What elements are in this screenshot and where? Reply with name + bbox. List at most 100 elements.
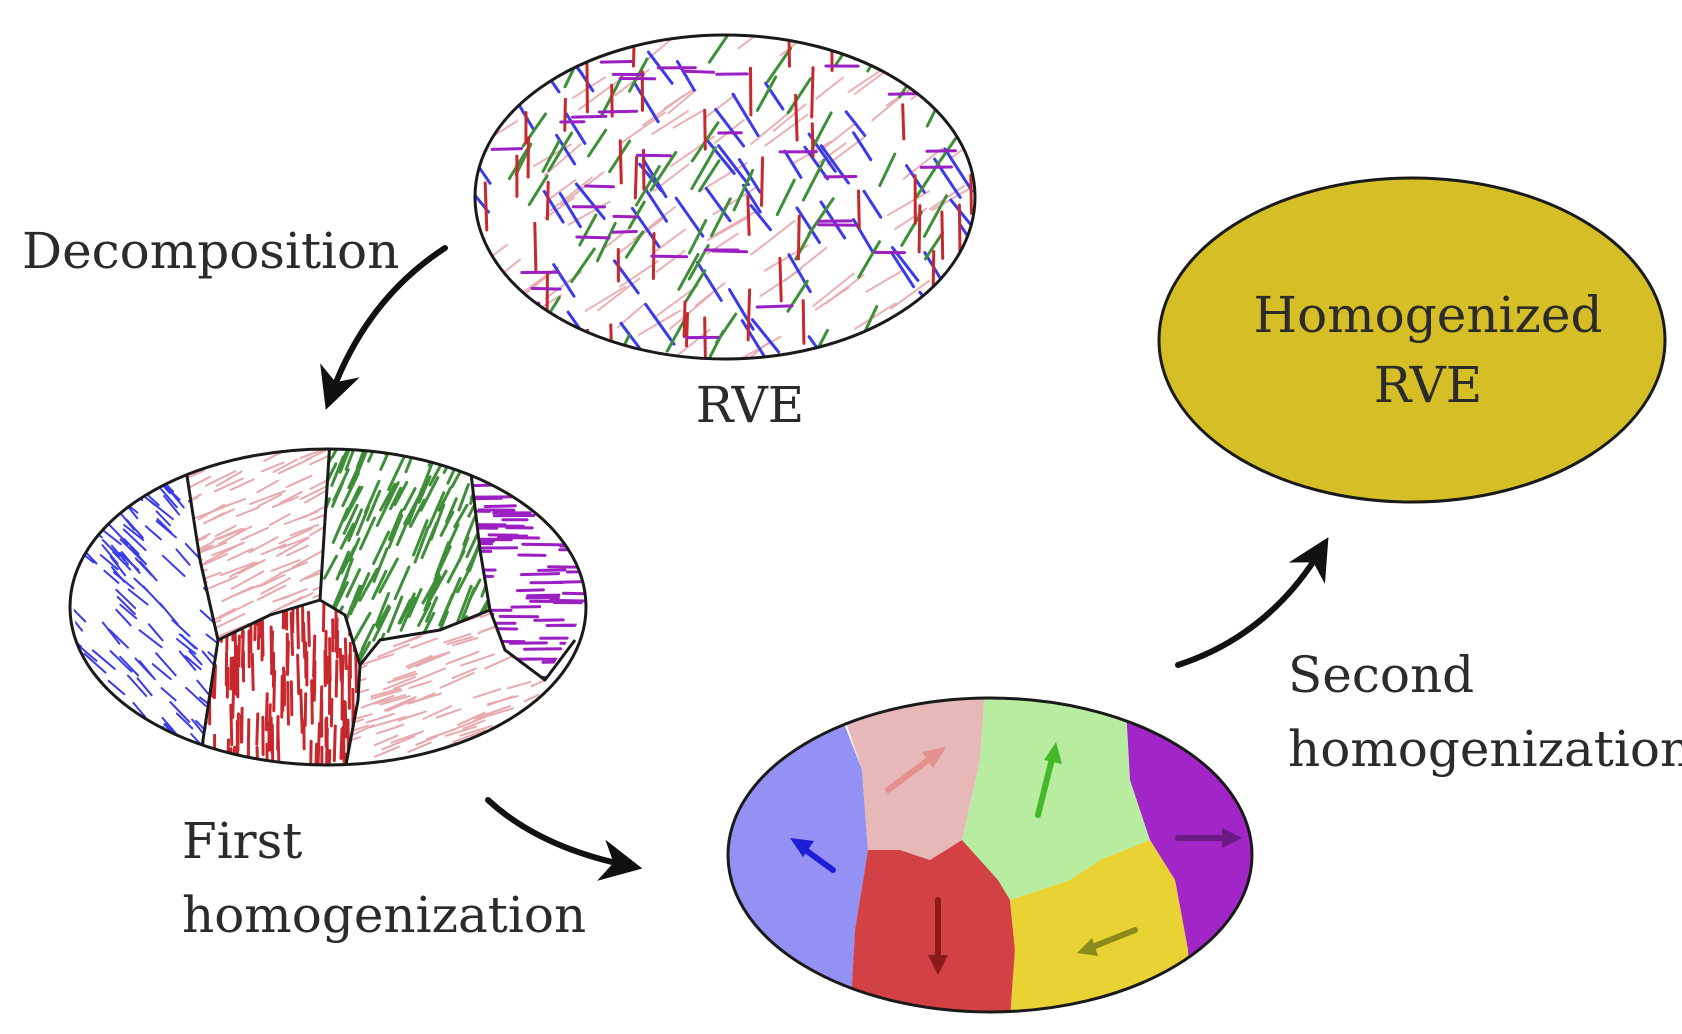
fiber-pink [652,284,699,319]
fiber-red [289,680,294,717]
fiber-blue [118,551,140,571]
fiber-blue [750,318,781,354]
fiber-blue [70,751,84,760]
fiber-blue [176,638,197,655]
fiber-red [354,652,358,694]
fiber-green [628,200,646,229]
fiber-green [374,592,391,627]
fiber-pink [279,490,303,505]
fiber-blue [134,557,154,577]
fiber-pink [443,633,472,644]
fiber-purple [521,542,564,547]
fiber-blue [110,544,129,566]
fiber-blue [783,149,803,179]
fiber-red [746,194,751,236]
fiber-pink [515,727,545,744]
homog-region-blue [728,700,868,1012]
fiber-blue [155,510,171,527]
fiber-blue [706,139,736,175]
fiber-red [321,600,326,633]
fiber-green [634,165,661,207]
fiber-pink [859,329,898,359]
fiber-blue [129,546,147,566]
fiber-blue [70,740,92,760]
orientation-arrow-blue [790,838,836,873]
fiber-purple [529,495,567,500]
fiber-green [463,449,477,469]
fiber-blue [960,315,975,347]
fiber-blue [151,663,172,681]
fiber-pink [407,741,432,753]
fiber-blue [70,682,88,707]
fiber-blue [134,657,153,677]
fiber-red [563,97,567,132]
fiber-pink [260,573,286,587]
fiber-green [347,485,361,510]
fiber-green [445,497,458,524]
fiber-blue [475,38,496,68]
fiber-green [399,596,417,632]
fiber-blue [185,686,207,707]
first-homogenization-label-line2: homogenization [182,886,586,944]
fiber-purple [682,69,715,74]
fiber-blue [862,189,883,219]
fiber-red [703,316,707,359]
fiber-green [963,302,975,334]
fiber-blue [99,464,124,486]
fiber-pink [228,561,259,578]
fiber-red [830,35,834,72]
fiber-green [393,565,411,601]
fiber-blue [171,619,191,637]
fiber-pink [462,719,486,730]
fiber-blue [943,147,974,193]
fiber-pink [309,450,330,466]
fiber-pink [379,695,411,706]
fiber-red [746,288,752,342]
fiber-pink [487,695,514,707]
fiber-blue [112,571,135,590]
fiber-pink [410,637,438,649]
fiber-pink [387,673,418,684]
fiber-green [393,481,409,506]
orientation-arrow-red [928,897,948,975]
fiber-green [419,460,435,494]
fiber-red [299,688,304,734]
fiber-pink [203,544,238,564]
fiber-red [240,630,245,669]
fiber-green [527,174,549,206]
fiber-pink [219,561,256,577]
fiber-purple [533,618,565,622]
fiber-blue [126,674,148,697]
fiber-pink [229,478,255,491]
fiber-pink [865,270,903,293]
fiber-green [687,219,708,255]
fiber-blue [74,666,91,686]
fiber-red [519,320,523,357]
fiber-red [796,214,801,261]
fiber-pink [815,76,844,100]
fiber-blue [160,488,178,509]
fiber-red [609,323,614,359]
fiber-pink [396,759,427,765]
fiber-pink [209,449,239,458]
fiber-red [857,189,861,230]
fiber-blue [749,204,772,232]
fiber-green [351,611,372,644]
fiber-pink [764,113,809,147]
fiber-green [547,131,574,172]
fiber-pink [185,469,205,485]
fiber-pink [277,457,313,475]
fiber-pink [506,680,532,690]
fiber-blue [175,712,194,730]
fiber-pink [530,735,545,746]
fiber-green [445,523,460,550]
fiber-blue [159,602,179,626]
fiber-green [922,35,944,63]
fiber-blue [558,192,582,229]
fiber-pink [360,694,395,709]
fiber-green [698,159,721,193]
fiber-red [685,312,689,348]
fiber-pink [475,309,510,338]
fiber-blue [160,687,177,702]
fiber-red [343,637,348,671]
